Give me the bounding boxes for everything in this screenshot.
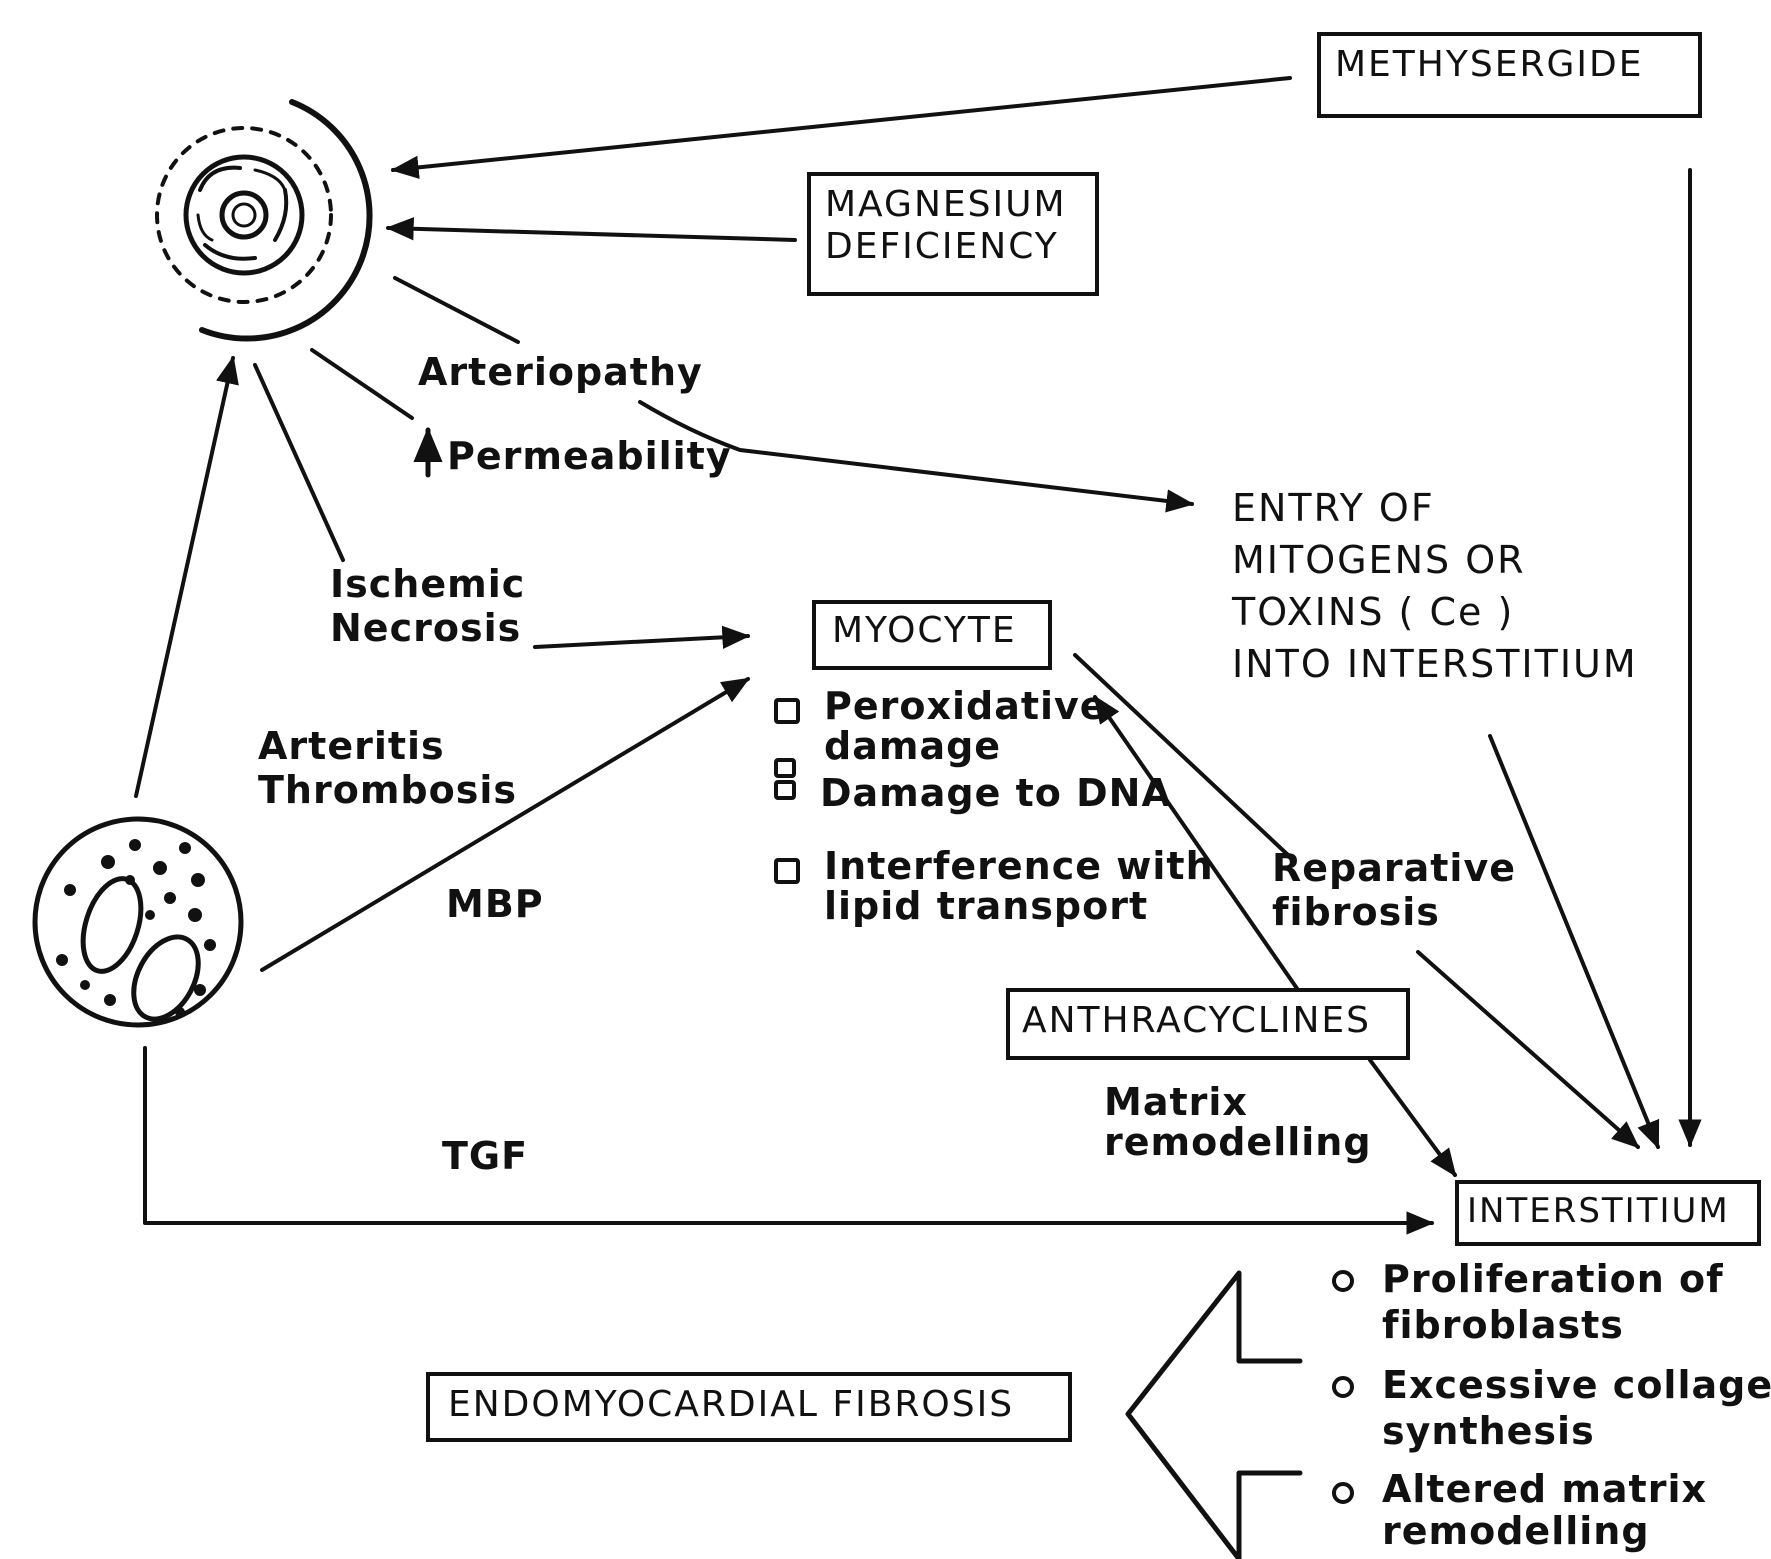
methysergide-label: METHYSERGIDE: [1335, 44, 1644, 85]
reparative-fibrosis-label: Reparative fibrosis: [1272, 846, 1516, 934]
ischemic-necrosis-label: Ischemic Necrosis: [330, 562, 525, 650]
methysergide-box: METHYSERGIDE: [1317, 32, 1702, 118]
myocyte-box: MYOCYTE: [812, 600, 1052, 670]
interstitium-effect-proliferation: Proliferation of fibroblasts: [1332, 1256, 1724, 1348]
peroxidative-line2: damage: [824, 724, 1002, 768]
ischemic-line2: Necrosis: [330, 606, 522, 650]
arrow-anthracyclines-to-interstitium: [1368, 1058, 1457, 1177]
reparative-line1: Reparative: [1272, 846, 1516, 890]
tgf-label: TGF: [442, 1134, 529, 1178]
lipid-line1: Interference with: [824, 844, 1214, 888]
anthracyclines-label: ANTHRACYCLINES: [1022, 1000, 1372, 1041]
bullet-square-icon: [774, 698, 800, 724]
entry-line1: ENTRY OF: [1232, 486, 1435, 530]
arteritis-thrombosis-label: Arteritis Thrombosis: [258, 724, 517, 812]
myocyte-effect-text: Peroxidative damage: [824, 686, 1107, 766]
matrix-remodelling-label: Matrix remodelling: [1104, 1082, 1372, 1162]
bullet-circle-icon: [1332, 1376, 1354, 1398]
arrow-myocyte-to-reparative: [1073, 653, 1290, 857]
bullet-square-icon: [774, 858, 800, 884]
interstitium-effect-matrix: Altered matrix remodelling: [1332, 1468, 1707, 1552]
entry-line4: INTO INTERSTITIUM: [1232, 642, 1638, 686]
matrix-line2: remodelling: [1104, 1120, 1372, 1164]
arrow-anthracyclines-to-myocyte: [1093, 695, 1307, 1002]
arrow-arteriopathy-to-entry: [638, 400, 1195, 513]
arrow-entry-to-interstitium: [1488, 734, 1660, 1150]
arteriopathy-label: Arteriopathy: [418, 350, 703, 394]
myocyte-effect-dna: Damage to DNA: [820, 773, 1172, 813]
ischemic-line1: Ischemic: [330, 562, 526, 606]
arrow-magnesium-to-artery: [385, 217, 797, 242]
arrow-tgf-to-interstitium: [143, 1046, 1435, 1235]
lipid-line2: lipid transport: [824, 884, 1149, 928]
endomyocardial-fibrosis-box: ENDOMYOCARDIAL FIBROSIS: [426, 1372, 1072, 1442]
interstitium-effect-text: Altered matrix remodelling: [1382, 1468, 1707, 1552]
bullet-square-icon: [774, 780, 796, 800]
collagen-line1: Excessive collagen: [1382, 1363, 1771, 1407]
interstitium-label: INTERSTITIUM: [1467, 1191, 1730, 1231]
myocyte-effect-peroxidative: Peroxidative damage: [774, 686, 1107, 766]
eosinophil-icon: [32, 816, 244, 1028]
entry-line3: TOXINS ( Ce ): [1232, 590, 1515, 634]
anthracyclines-box: ANTHRACYCLINES: [1006, 988, 1410, 1060]
proliferation-line1: Proliferation of: [1382, 1257, 1724, 1301]
bullet-circle-icon: [1332, 1270, 1354, 1292]
myocyte-effect-text: Interference with lipid transport: [824, 846, 1214, 926]
entry-line2: MITOGENS OR: [1232, 538, 1526, 582]
myocyte-label: MYOCYTE: [832, 610, 1017, 651]
line-arteriopathy: [393, 276, 520, 344]
arrow-eosinophil-to-myocyte: [260, 677, 751, 972]
myocyte-effect-text: Damage to DNA: [820, 773, 1172, 813]
arrow-reparative-to-interstitium: [1416, 950, 1640, 1149]
magnesium-label-line2: DEFICIENCY: [825, 226, 1059, 267]
reparative-line2: fibrosis: [1272, 890, 1440, 934]
magnesium-deficiency-box: MAGNESIUM DEFICIENCY: [807, 172, 1099, 296]
interstitium-effect-collagen: Excessive collagen synthesis: [1332, 1362, 1771, 1454]
altered-matrix-line1: Altered matrix: [1382, 1467, 1707, 1511]
arteritis-line2: Thrombosis: [258, 768, 517, 812]
artery-icon: [155, 99, 373, 342]
interstitium-box: INTERSTITIUM: [1455, 1180, 1761, 1246]
proliferation-line2: fibroblasts: [1382, 1303, 1624, 1347]
line-ischemic-necrosis: [253, 363, 345, 562]
collagen-line2: synthesis: [1382, 1409, 1595, 1453]
permeability-label: Permeability: [447, 434, 732, 478]
arteritis-line1: Arteritis: [258, 724, 445, 768]
emf-label: ENDOMYOCARDIAL FIBROSIS: [448, 1384, 1015, 1425]
magnesium-label-line1: MAGNESIUM: [825, 184, 1067, 225]
big-arrow-to-emf: [1125, 1270, 1303, 1559]
matrix-line1: Matrix: [1104, 1080, 1248, 1124]
arrow-eosinophil-to-artery: [134, 355, 239, 798]
mbp-label: MBP: [446, 882, 544, 926]
peroxidative-line1: Peroxidative: [824, 684, 1107, 728]
arrow-necrosis-to-myocyte: [533, 625, 751, 649]
altered-matrix-line2: remodelling: [1382, 1509, 1650, 1553]
entry-of-mitogens-label: ENTRY OF MITOGENS OR TOXINS ( Ce ) INTO …: [1232, 482, 1638, 690]
dna-damage-line1: Damage to DNA: [820, 771, 1172, 815]
interstitium-effect-text: Excessive collagen synthesis: [1382, 1362, 1771, 1454]
bullet-square-icon: [774, 758, 796, 778]
line-permeability: [310, 348, 414, 420]
double-bullet-icon: [774, 758, 796, 802]
bullet-circle-icon: [1332, 1482, 1354, 1504]
myocyte-effect-lipid: Interference with lipid transport: [774, 846, 1214, 926]
interstitium-effect-text: Proliferation of fibroblasts: [1382, 1256, 1724, 1348]
arrow-methysergide-to-artery: [390, 76, 1292, 179]
